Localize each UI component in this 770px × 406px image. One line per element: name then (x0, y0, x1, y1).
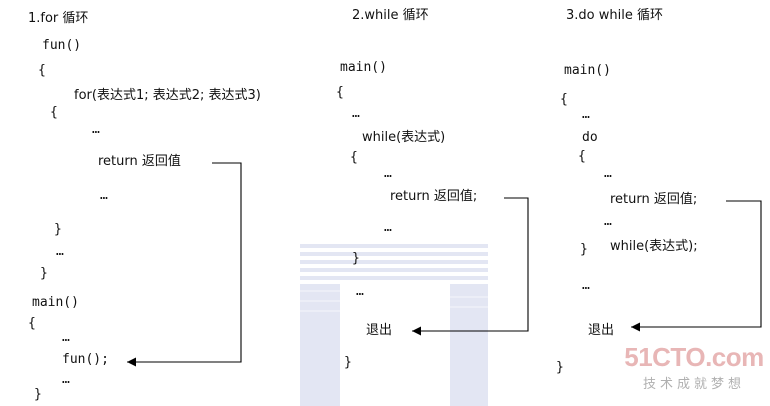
ellipsis-for-3: … (56, 244, 64, 259)
ellipsis-for-1: … (92, 122, 100, 137)
return-statement-while: return 返回值; (390, 189, 478, 204)
close-brace-fun: } (40, 266, 48, 281)
close-brace-main-while: } (344, 355, 352, 370)
brand-logo: 51CTO.com (624, 342, 764, 372)
ellipsis-for-2: … (100, 188, 108, 203)
open-brace-fun: { (38, 63, 46, 78)
close-brace-do: } (580, 242, 588, 257)
fun-call: fun(); (62, 352, 109, 367)
for-loop-title: 1.for 循环 (28, 11, 89, 26)
main-definition-do: main() (564, 63, 611, 78)
main-definition-while: main() (340, 60, 387, 75)
close-brace-while: } (352, 251, 360, 266)
while-exit-arrow (412, 197, 529, 336)
exit-label-while: 退出 (366, 323, 393, 338)
exit-label-do: 退出 (588, 323, 615, 338)
ellipsis-do-1: … (582, 107, 590, 122)
do-while-loop-title: 3.do while 循环 (566, 8, 663, 23)
ellipsis-main-for-2: … (62, 372, 70, 387)
open-brace-main-do: { (560, 92, 568, 107)
main-definition-for: main() (32, 295, 79, 310)
ellipsis-while-2: … (384, 166, 392, 181)
do-while-exit-arrow (631, 200, 762, 332)
for-statement: for(表达式1; 表达式2; 表达式3) (74, 88, 261, 103)
open-brace-main-while: { (336, 85, 344, 100)
while-statement-do: while(表达式); (610, 239, 698, 254)
fun-definition: fun() (42, 38, 82, 53)
open-brace-for: { (50, 105, 58, 120)
ellipsis-main-for-1: … (62, 330, 70, 345)
ellipsis-while-1: … (352, 106, 360, 121)
close-brace-for: } (54, 222, 62, 237)
ellipsis-do-4: … (582, 278, 590, 293)
open-brace-while: { (350, 150, 358, 165)
for-return-arrow (127, 162, 242, 367)
brand-slogan: 技术成就梦想 (642, 376, 745, 391)
ellipsis-while-4: … (356, 284, 364, 299)
brand-watermark: 51CTO.com 技术成就梦想 (624, 343, 764, 393)
return-statement-for: return 返回值 (98, 154, 181, 169)
return-statement-do: return 返回值; (610, 192, 698, 207)
while-loop-title: 2.while 循环 (352, 8, 429, 23)
close-brace-main-do: } (556, 360, 564, 375)
close-brace-main-for: } (34, 387, 42, 402)
ellipsis-do-2: … (604, 166, 612, 181)
do-statement: do (582, 130, 598, 145)
open-brace-main-for: { (28, 316, 36, 331)
open-brace-do: { (578, 149, 586, 164)
while-statement: while(表达式) (362, 130, 446, 145)
ellipsis-do-3: … (604, 214, 612, 229)
ellipsis-while-3: … (384, 220, 392, 235)
